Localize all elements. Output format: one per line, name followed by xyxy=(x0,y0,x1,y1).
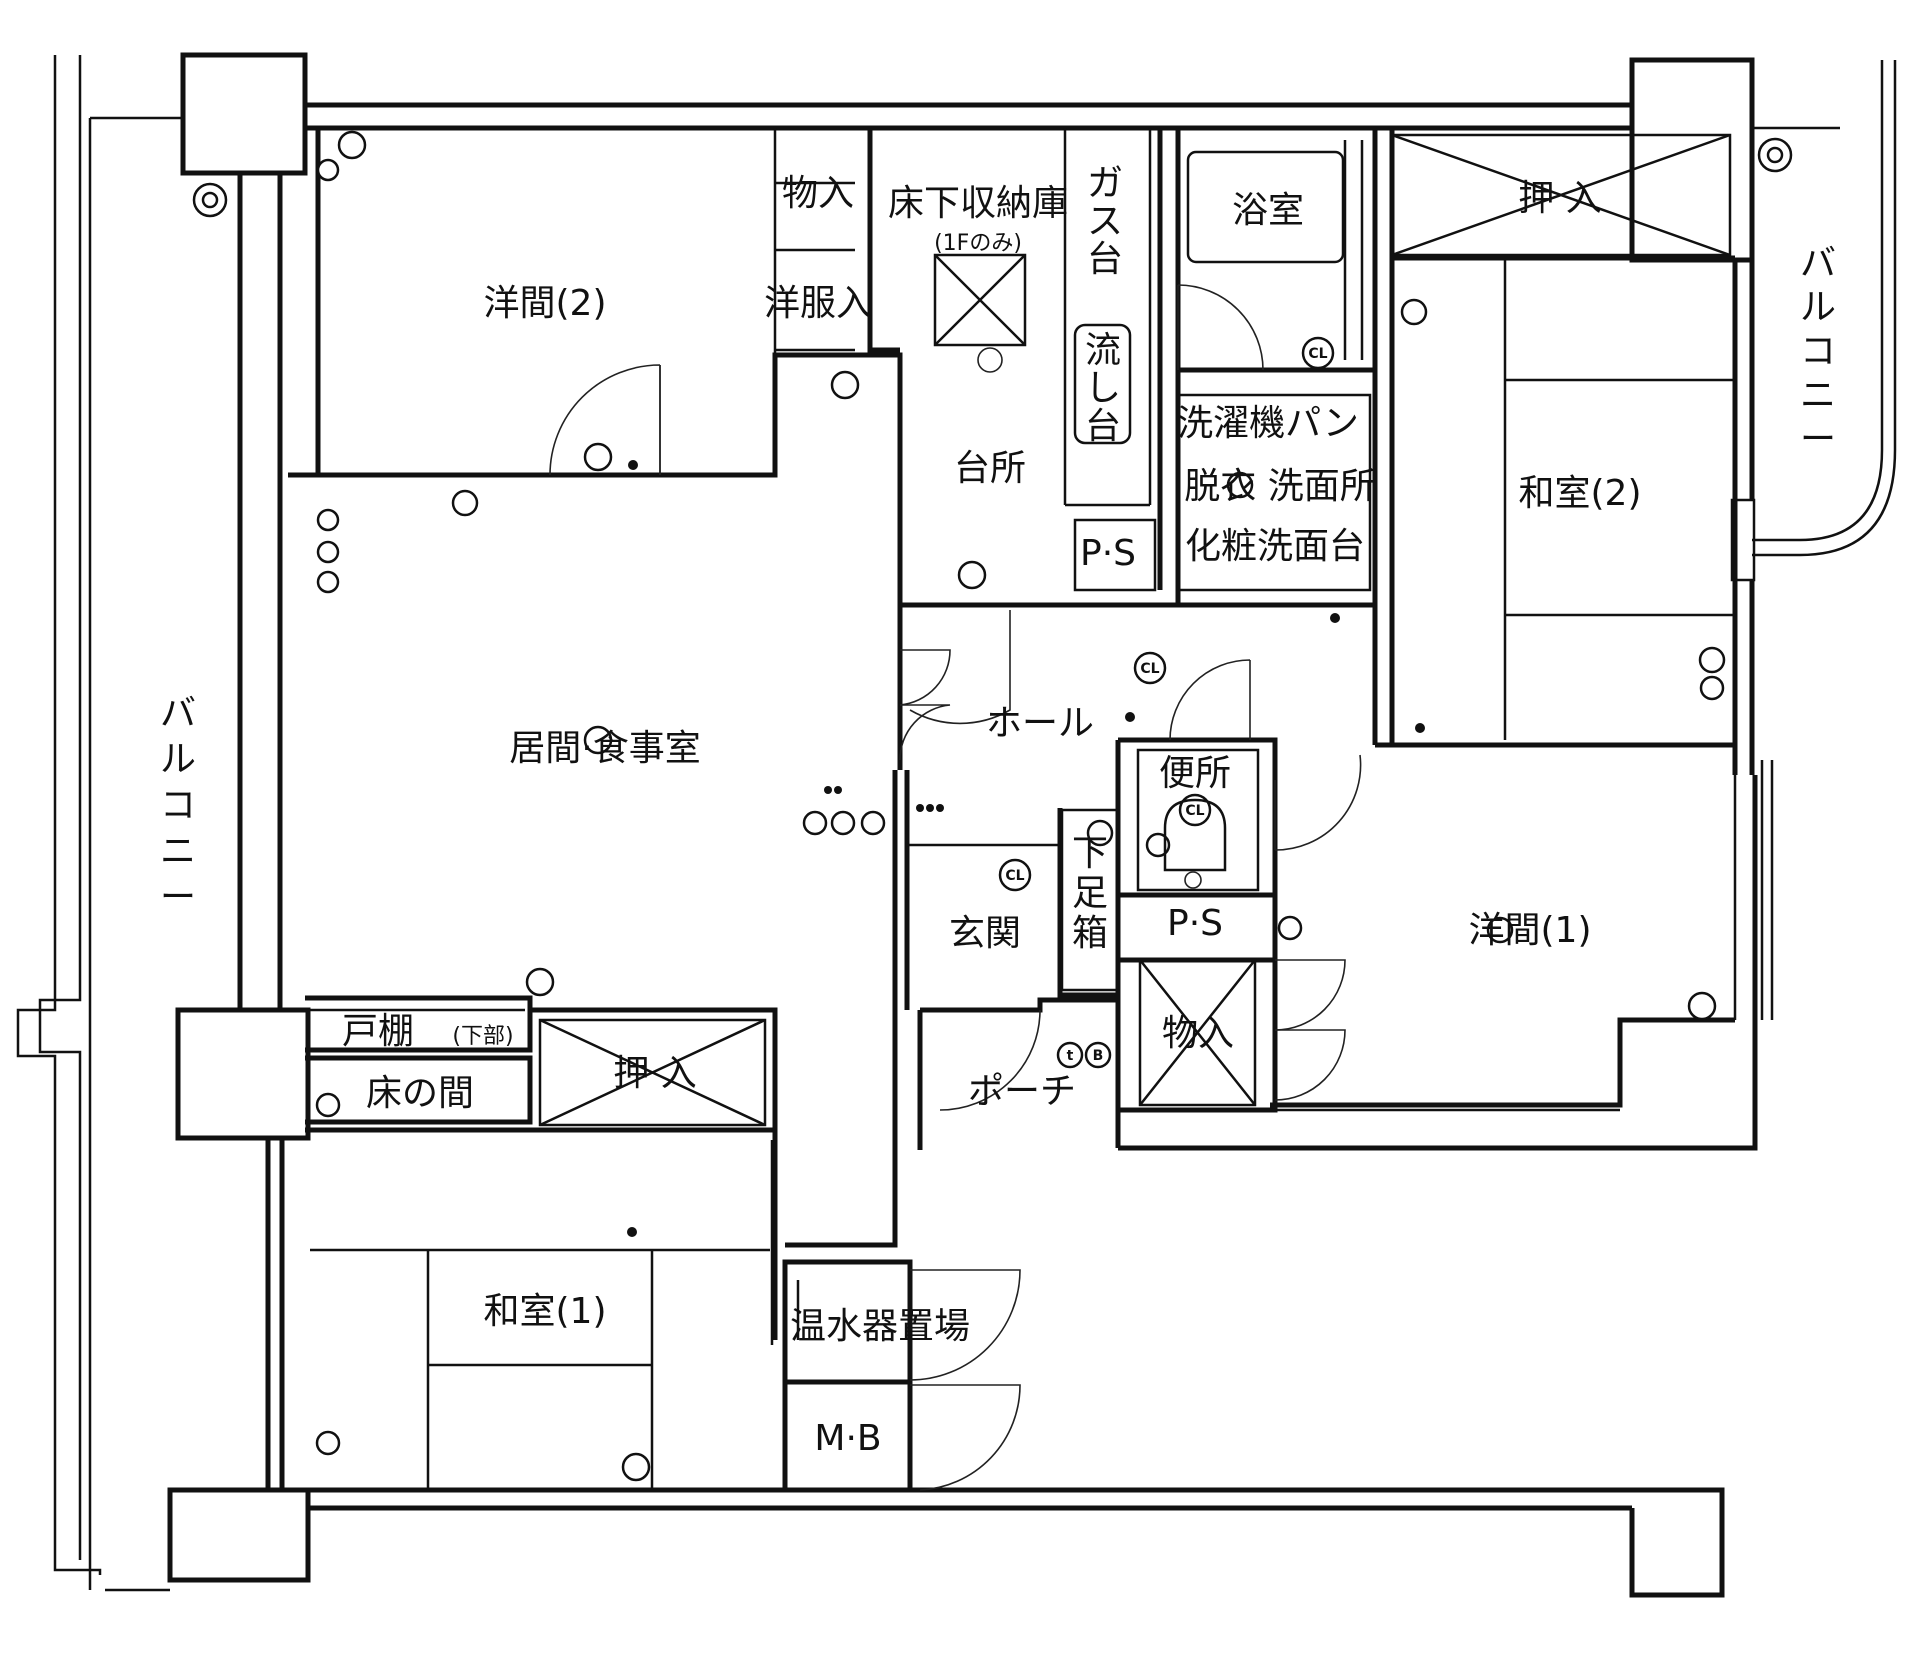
svg-text:CL: CL xyxy=(1308,346,1327,362)
label-ps-toilet: P·S xyxy=(1167,903,1223,944)
svg-text:CL: CL xyxy=(1005,868,1024,884)
label-shoe-box: 下足箱 xyxy=(1072,833,1108,954)
vertical-labels: ガス台 流し台 下足箱 バルコニー バルコニー xyxy=(160,163,1836,954)
label-dressing: 脱衣 洗面所 xyxy=(1184,466,1375,507)
porch-marks: t B xyxy=(1056,1041,1112,1069)
svg-text:t: t xyxy=(1067,1048,1074,1064)
outer-walls xyxy=(16,52,1897,1598)
label-shelf: 戸棚 xyxy=(342,1011,414,1052)
label-oshiire-bottom: 押 入 xyxy=(613,1053,696,1094)
label-hall: ホール xyxy=(986,703,1094,744)
label-western-2: 洋間(2) xyxy=(484,283,607,324)
svg-text:CL: CL xyxy=(1185,803,1204,819)
label-closet-top: 物入 xyxy=(782,173,854,214)
label-sink: 流し台 xyxy=(1085,330,1121,447)
label-washer: 洗濯機パン xyxy=(1177,403,1359,444)
label-bath: 浴室 xyxy=(1232,190,1304,231)
label-japanese-2: 和室(2) xyxy=(1519,473,1642,514)
toilet-icon xyxy=(1163,798,1227,889)
label-balcony-right: バルコニー xyxy=(1800,243,1836,460)
kitchen-fixtures xyxy=(933,253,1132,445)
label-toilet: 便所 xyxy=(1159,753,1231,794)
label-closet-center: 物入 xyxy=(1162,1013,1234,1054)
label-underfloor-note: (1Fのみ) xyxy=(934,231,1022,256)
interior-walls xyxy=(288,128,1735,1493)
door-swing-icon xyxy=(549,284,1362,1491)
label-western-1: 洋間(1) xyxy=(1469,910,1592,951)
label-balcony-left: バルコニー xyxy=(160,693,196,918)
label-entrance: 玄関 xyxy=(949,913,1021,954)
label-wardrobe: 洋服入 xyxy=(764,283,872,324)
label-living: 居間·食事室 xyxy=(509,728,700,769)
label-underfloor: 床下収納庫 xyxy=(888,183,1068,224)
label-vanity: 化粧洗面台 xyxy=(1185,526,1365,567)
label-oshiire-top: 押 入 xyxy=(1518,178,1601,219)
label-shelf-note: (下部) xyxy=(452,1024,513,1049)
label-japanese-1: 和室(1) xyxy=(484,1291,607,1332)
label-ps-kitchen: P·S xyxy=(1080,533,1136,574)
outlet-icon xyxy=(315,130,1726,1482)
label-mb: M·B xyxy=(814,1418,881,1459)
label-kitchen: 台所 xyxy=(954,448,1026,489)
label-tokonoma: 床の間 xyxy=(366,1073,474,1114)
room-labels: 洋間(2) 物入 洋服入 床下収納庫 (1Fのみ) 台所 P·S 浴室 洗濯機パ… xyxy=(342,173,1642,1459)
svg-text:B: B xyxy=(1093,1048,1104,1064)
light-fixture-icon xyxy=(583,471,1514,944)
drain-icon xyxy=(977,347,1003,373)
label-porch: ポーチ xyxy=(968,1071,1076,1112)
label-water-heater: 温水器置場 xyxy=(790,1306,970,1347)
svg-text:CL: CL xyxy=(1140,661,1159,677)
label-gas-stove: ガス台 xyxy=(1087,163,1123,280)
closet-mark: CL CL CL CL xyxy=(998,336,1335,892)
